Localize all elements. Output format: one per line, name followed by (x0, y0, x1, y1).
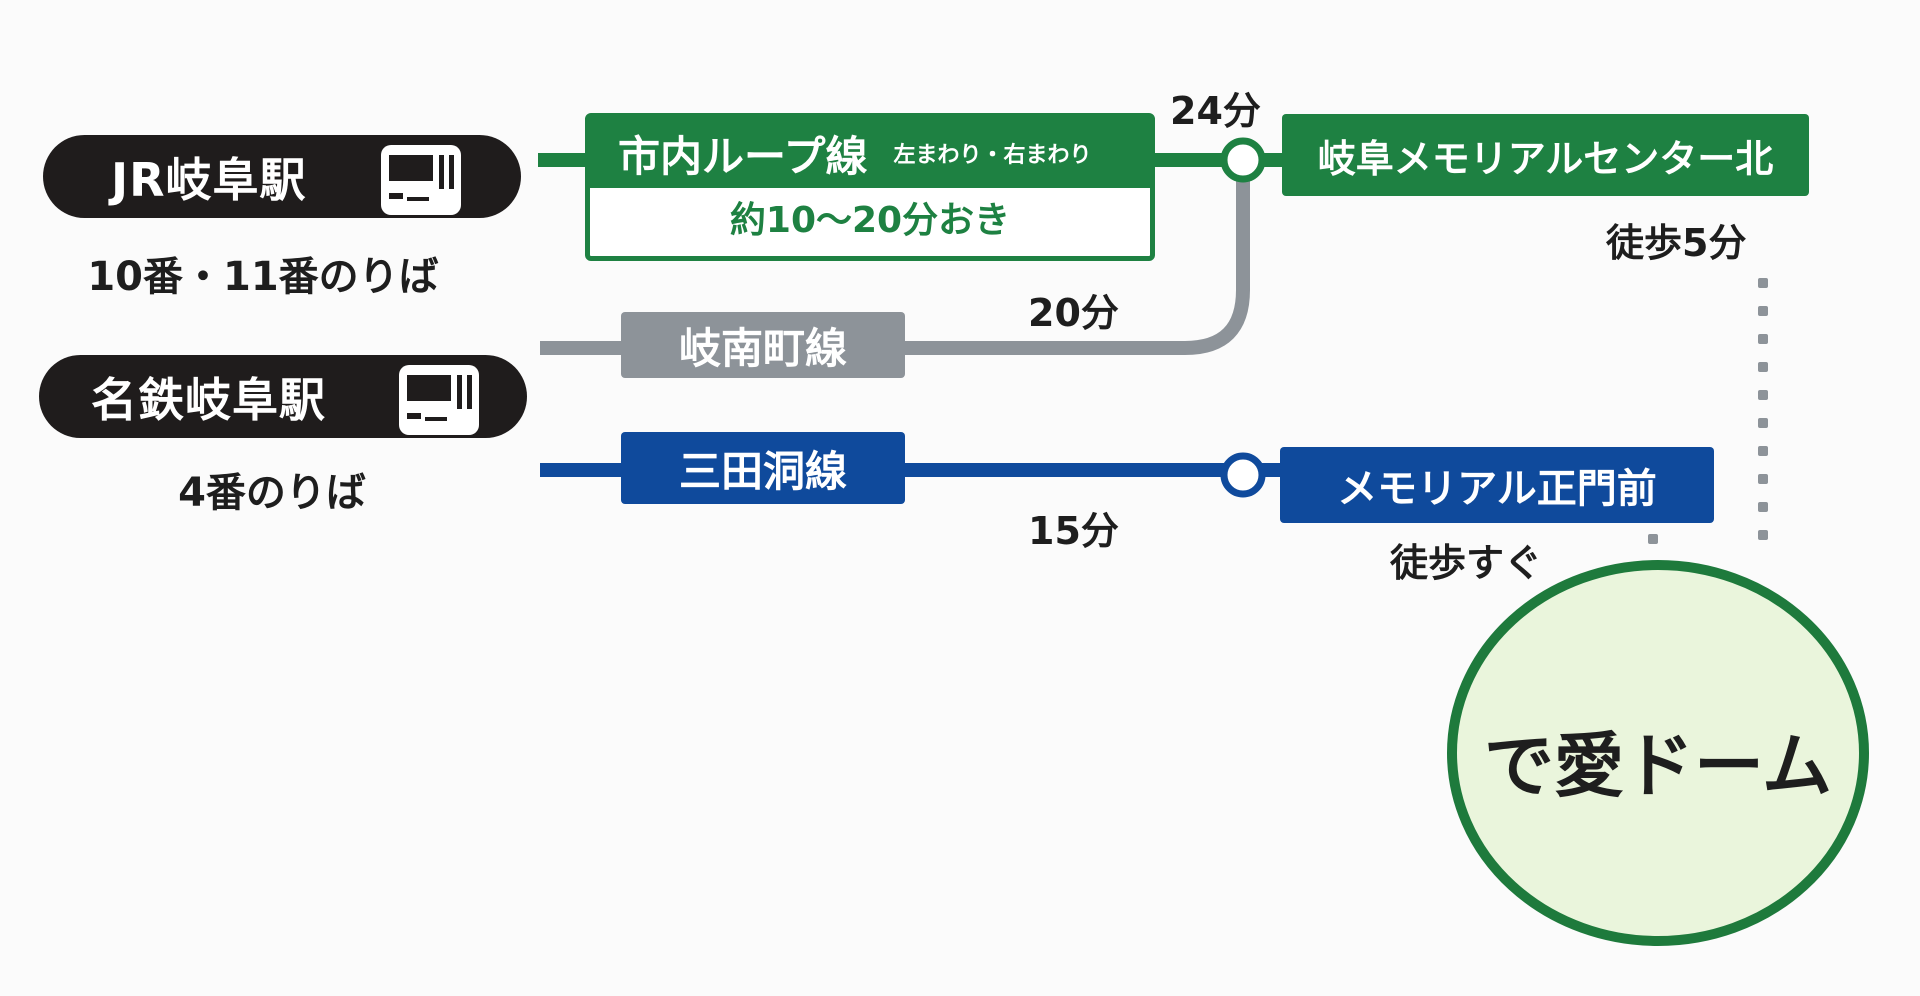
station-jr-gifu[interactable]: JR岐阜駅 (43, 135, 521, 218)
ginan-line (540, 175, 1250, 355)
station-name: JR岐阜駅 (111, 152, 307, 207)
mitahora-line-box[interactable]: 三田洞線 (621, 432, 905, 504)
walk-time-main-gate: 徒歩すぐ (1390, 541, 1543, 585)
line-direction: 左まわり・右まわり (893, 143, 1092, 168)
walk-dots (1648, 278, 1768, 544)
bus-icon (399, 365, 479, 435)
line-name: 市内ループ線 (618, 131, 868, 181)
transfer-node-main-gate (1220, 452, 1266, 498)
platform-meitetsu: 4番のりば (178, 470, 366, 516)
bus-icon (381, 145, 461, 215)
mitahora-line-time: 15分 (1028, 509, 1119, 553)
ginan-line-box[interactable]: 岐南町線 (621, 312, 905, 378)
walk-time-north: 徒歩5分 (1606, 221, 1747, 265)
destination-circle (1447, 560, 1869, 946)
loop-line-time: 24分 (1170, 89, 1261, 133)
stop-memorial-center-north[interactable]: 岐阜メモリアルセンター北 (1282, 114, 1809, 196)
line-frequency: 約10〜20分おき (729, 200, 1011, 241)
station-meitetsu-gifu[interactable]: 名鉄岐阜駅 (39, 355, 527, 438)
loop-line-box[interactable]: 市内ループ線 左まわり・右まわり 約10〜20分おき (585, 113, 1155, 261)
stop-memorial-main-gate[interactable]: メモリアル正門前 (1280, 447, 1714, 523)
station-name: 名鉄岐阜駅 (91, 372, 326, 427)
platform-jr: 10番・11番のりば (87, 254, 439, 300)
ginan-line-time: 20分 (1028, 291, 1119, 335)
transfer-node-north (1220, 137, 1266, 183)
destination-name: で愛ドーム (1484, 725, 1832, 807)
